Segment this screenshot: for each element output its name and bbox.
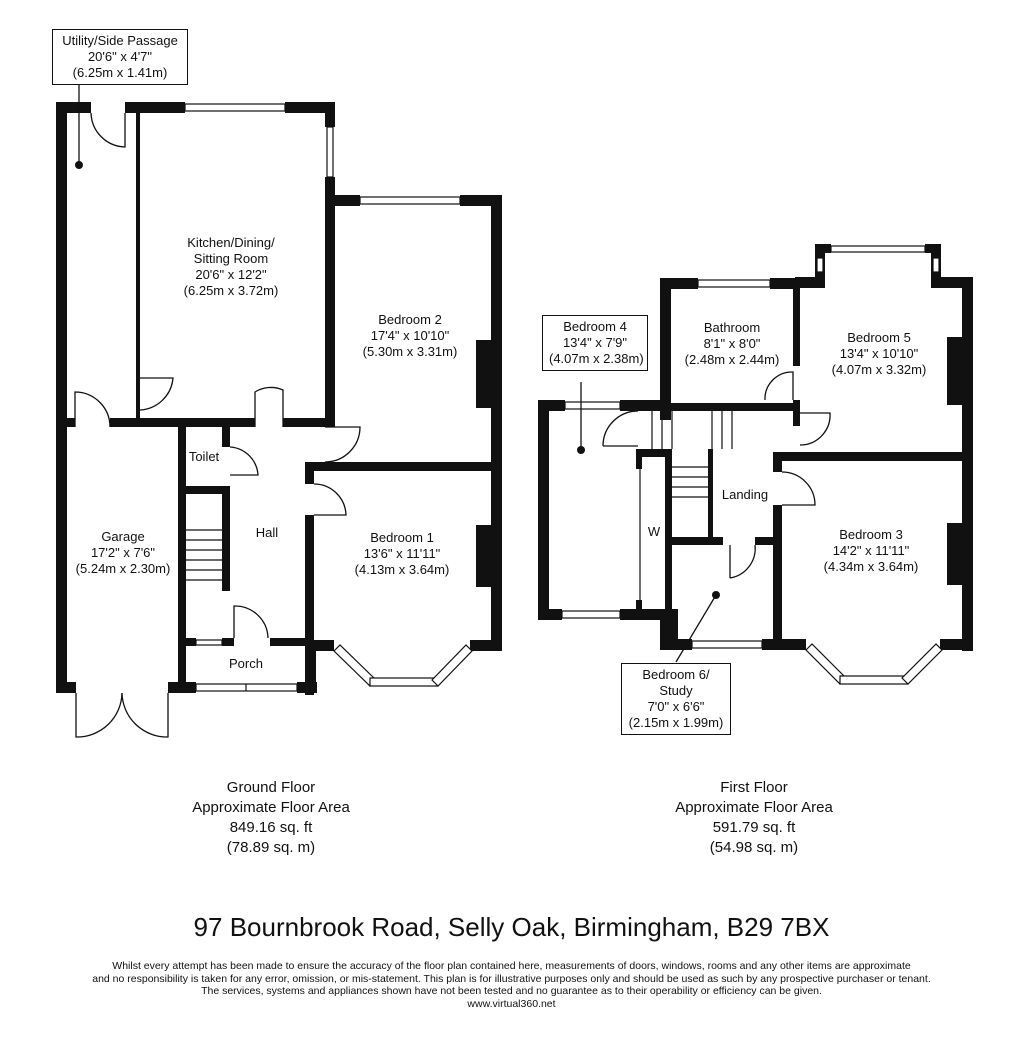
ground-floor-walls: [56, 102, 502, 695]
disclaimer: Whilst every attempt has been made to en…: [0, 960, 1023, 1010]
disclaimer-line-1: Whilst every attempt has been made to en…: [112, 960, 911, 972]
room-metric: (2.15m x 1.99m): [628, 715, 724, 730]
room-name-line1: Bedroom 6/: [642, 667, 710, 682]
room-metric: (4.13m x 3.64m): [354, 562, 450, 577]
room-metric: (2.48m x 2.44m): [684, 352, 780, 367]
first-floor-walls: [538, 244, 973, 651]
first-floor-stairs: [651, 411, 733, 498]
room-name-line2: Sitting Room: [193, 251, 269, 266]
room-imperial: 14'2" x 11'11": [832, 543, 910, 558]
room-name: Landing: [721, 487, 769, 502]
bedroom-1-label: Bedroom 1 13'6" x 11'11" (4.13m x 3.64m): [355, 530, 450, 578]
room-name: Hall: [255, 525, 279, 540]
room-name: Bathroom: [703, 320, 761, 335]
ground-floor-windows: [184, 103, 473, 692]
first-floor-doors: [602, 371, 831, 579]
room-name: Bedroom 4: [563, 319, 627, 334]
bathroom-label: Bathroom 8'1" x 8'0" (2.48m x 2.44m): [685, 320, 780, 368]
room-name: Bedroom 2: [378, 312, 442, 327]
garage-label: Garage 17'2" x 7'6" (5.24m x 2.30m): [76, 529, 171, 577]
room-metric: (6.25m x 3.72m): [183, 283, 279, 298]
room-imperial: 20'6" x 4'7": [87, 49, 153, 64]
bedroom-6-callout: Bedroom 6/ Study 7'0" x 6'6" (2.15m x 1.…: [621, 663, 731, 735]
first-floor-windows: [561, 245, 943, 685]
room-imperial: 13'4" x 10'10": [839, 346, 919, 361]
room-name: Porch: [229, 656, 263, 671]
floor-area-sqft: 849.16 sq. ft: [229, 819, 313, 836]
bedroom-3-label: Bedroom 3 14'2" x 11'11" (4.34m x 3.64m): [824, 527, 919, 575]
bedroom-5-label: Bedroom 5 13'4" x 10'10" (4.07m x 3.32m): [832, 330, 927, 378]
floor-area-sqft: 591.79 sq. ft: [712, 819, 796, 836]
floor-title: Ground Floor: [226, 779, 316, 796]
room-name: W: [647, 524, 661, 539]
room-name-line2: Study: [659, 683, 693, 698]
room-imperial: 13'6" x 11'11": [363, 546, 441, 561]
kitchen-label: Kitchen/Dining/ Sitting Room 20'6" x 12'…: [184, 235, 279, 299]
floor-title: First Floor: [720, 779, 788, 796]
room-imperial: 8'1" x 8'0": [703, 336, 761, 351]
room-metric: (4.07m x 2.38m): [549, 351, 644, 366]
callout-pointers: [577, 382, 720, 663]
room-name: Bedroom 5: [847, 330, 911, 345]
landing-label: Landing: [722, 487, 768, 503]
utility-callout: Utility/Side Passage 20'6" x 4'7" (6.25m…: [52, 29, 188, 85]
porch-label: Porch: [229, 656, 263, 672]
room-name: Bedroom 1: [370, 530, 434, 545]
room-name: Toilet: [188, 449, 220, 464]
room-name-line1: Kitchen/Dining/: [187, 235, 275, 250]
room-metric: (6.25m x 1.41m): [72, 65, 168, 80]
first-floor-summary: First Floor Approximate Floor Area 591.7…: [675, 778, 833, 858]
room-imperial: 20'6" x 12'2": [195, 267, 267, 282]
bedroom-2-label: Bedroom 2 17'4" x 10'10" (5.30m x 3.31m): [363, 312, 458, 360]
floor-subtitle: Approximate Floor Area: [192, 799, 350, 816]
room-name: Utility/Side Passage: [62, 33, 178, 48]
property-address: 97 Bournbrook Road, Selly Oak, Birmingha…: [193, 912, 830, 942]
room-imperial: 17'4" x 10'10": [370, 328, 450, 343]
disclaimer-line-3: The services, systems and appliances sho…: [201, 985, 822, 997]
toilet-label: Toilet: [189, 449, 219, 465]
ground-floor-summary: Ground Floor Approximate Floor Area 849.…: [192, 778, 350, 858]
floor-subtitle: Approximate Floor Area: [675, 799, 833, 816]
room-name: Bedroom 3: [839, 527, 903, 542]
website-link[interactable]: www.virtual360.net: [467, 997, 556, 1010]
wardrobe-label: W: [648, 524, 660, 540]
room-metric: (5.30m x 3.31m): [362, 344, 458, 359]
room-imperial: 7'0" x 6'6": [647, 699, 705, 714]
room-name: Garage: [101, 529, 145, 544]
ground-floor-stairs: [186, 529, 222, 581]
disclaimer-line-2: and no responsibility is taken for any e…: [92, 972, 931, 985]
room-metric: (5.24m x 2.30m): [75, 561, 171, 576]
room-metric: (4.07m x 3.32m): [831, 362, 927, 377]
ground-floor-doors: [74, 112, 361, 738]
bedroom-4-callout: Bedroom 4 13'4" x 7'9" (4.07m x 2.38m): [542, 315, 648, 371]
utility-callout-pointer: [75, 85, 83, 169]
room-imperial: 17'2" x 7'6": [90, 545, 156, 560]
hall-label: Hall: [256, 525, 278, 541]
room-metric: (4.34m x 3.64m): [823, 559, 919, 574]
floor-area-sqm: (54.98 sq. m): [709, 839, 799, 856]
room-imperial: 13'4" x 7'9": [562, 335, 628, 350]
floor-area-sqm: (78.89 sq. m): [226, 839, 316, 856]
